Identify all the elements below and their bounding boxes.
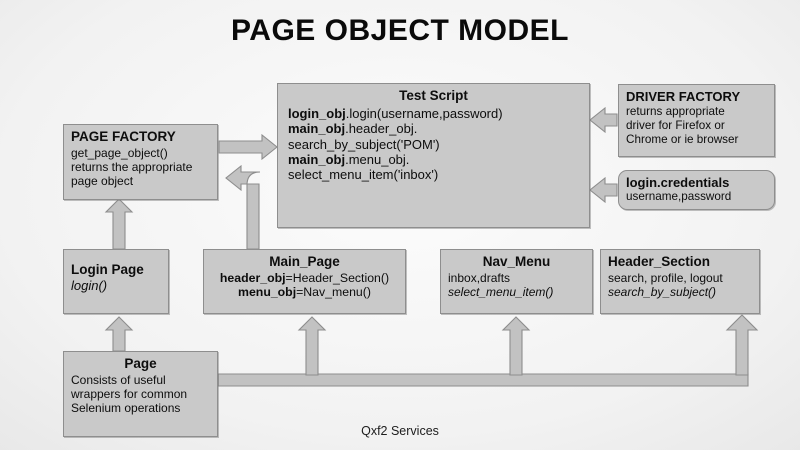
box-page-line-2: wrappers for common [71,387,188,402]
box-nav-menu-line-2: select_menu_item() [448,285,554,300]
connector-login-credentials-to-test-script [589,176,618,204]
connector-page-to-header-section [725,314,759,376]
connector-page-factory-to-test-script [218,133,278,161]
box-nav-menu-heading: Nav_Menu [482,254,551,269]
box-main-page-line-1: header_obj=Header_Section() [219,270,390,285]
box-page-factory-heading: PAGE FACTORY [71,129,176,144]
box-login-page-heading: Login Page [71,262,144,277]
box-driver-factory-heading: DRIVER FACTORY [626,89,741,104]
box-page-factory-line-2: returns the appropriate [71,160,193,175]
connector-driver-factory-to-test-script [589,106,618,134]
connector-main-page-to-page-factory [225,164,261,250]
box-page-line-1: Consists of useful [71,372,166,387]
box-main-page-line-2: menu_obj=Nav_menu() [238,285,371,300]
box-header-section-line-2: search_by_subject() [608,285,717,300]
box-login-credentials-heading: login.credentials [626,175,730,190]
box-main-page-heading: Main_Page [269,254,340,269]
box-page-line-3: Selenium operations [71,401,181,416]
box-test-script-line-5: select_menu_item('inbox') [288,167,439,183]
box-header-section-heading: Header_Section [608,254,711,269]
box-login-credentials-line-1: username,password [626,190,732,204]
box-test-script-line-2: main_obj.header_obj. [288,121,418,137]
box-page-heading: Page [124,356,157,371]
box-header-section[interactable]: Header_Section search, profile, logout s… [600,249,760,314]
connector-page-to-nav-menu [501,316,531,376]
box-page-factory-line-1: get_page_object() [71,145,168,160]
box-driver-factory-line-3: Chrome or ie browser [626,132,739,146]
box-nav-menu-line-1: inbox,drafts [448,270,511,285]
connector-page-to-main-page [297,316,327,376]
connector-page-bus-trunk [217,373,749,387]
box-login-page-line-1: login() [71,277,108,293]
box-page[interactable]: Page Consists of useful wrappers for com… [63,351,218,437]
connector-page-to-login-page [104,316,134,352]
box-login-page[interactable]: Login Page login() [63,249,169,314]
box-test-script-line-1: login_obj.login(username,password) [288,105,503,121]
box-test-script-heading: Test Script [399,88,468,103]
box-driver-factory-line-2: driver for Firefox or [626,119,725,133]
box-header-section-line-1: search, profile, logout [608,270,723,285]
box-driver-factory[interactable]: DRIVER FACTORY returns appropriate drive… [618,84,775,157]
connector-login-page-to-page-factory [104,198,134,250]
box-driver-factory-line-1: returns appropriate [626,105,725,119]
page-title: PAGE OBJECT MODEL [231,14,569,47]
box-main-page[interactable]: Main_Page header_obj=Header_Section() me… [203,249,406,314]
box-test-script[interactable]: Test Script login_obj.login(username,pas… [277,83,590,228]
box-test-script-line-3: search_by_subject('POM') [288,136,440,152]
box-test-script-line-4: main_obj.menu_obj. [288,151,410,167]
footer-credit: Qxf2 Services [361,424,439,438]
box-nav-menu[interactable]: Nav_Menu inbox,drafts select_menu_item() [440,249,593,314]
box-page-factory-line-3: page object [71,174,134,189]
box-login-credentials[interactable]: login.credentials username,password [618,170,775,210]
box-page-factory[interactable]: PAGE FACTORY get_page_object() returns t… [63,124,218,200]
